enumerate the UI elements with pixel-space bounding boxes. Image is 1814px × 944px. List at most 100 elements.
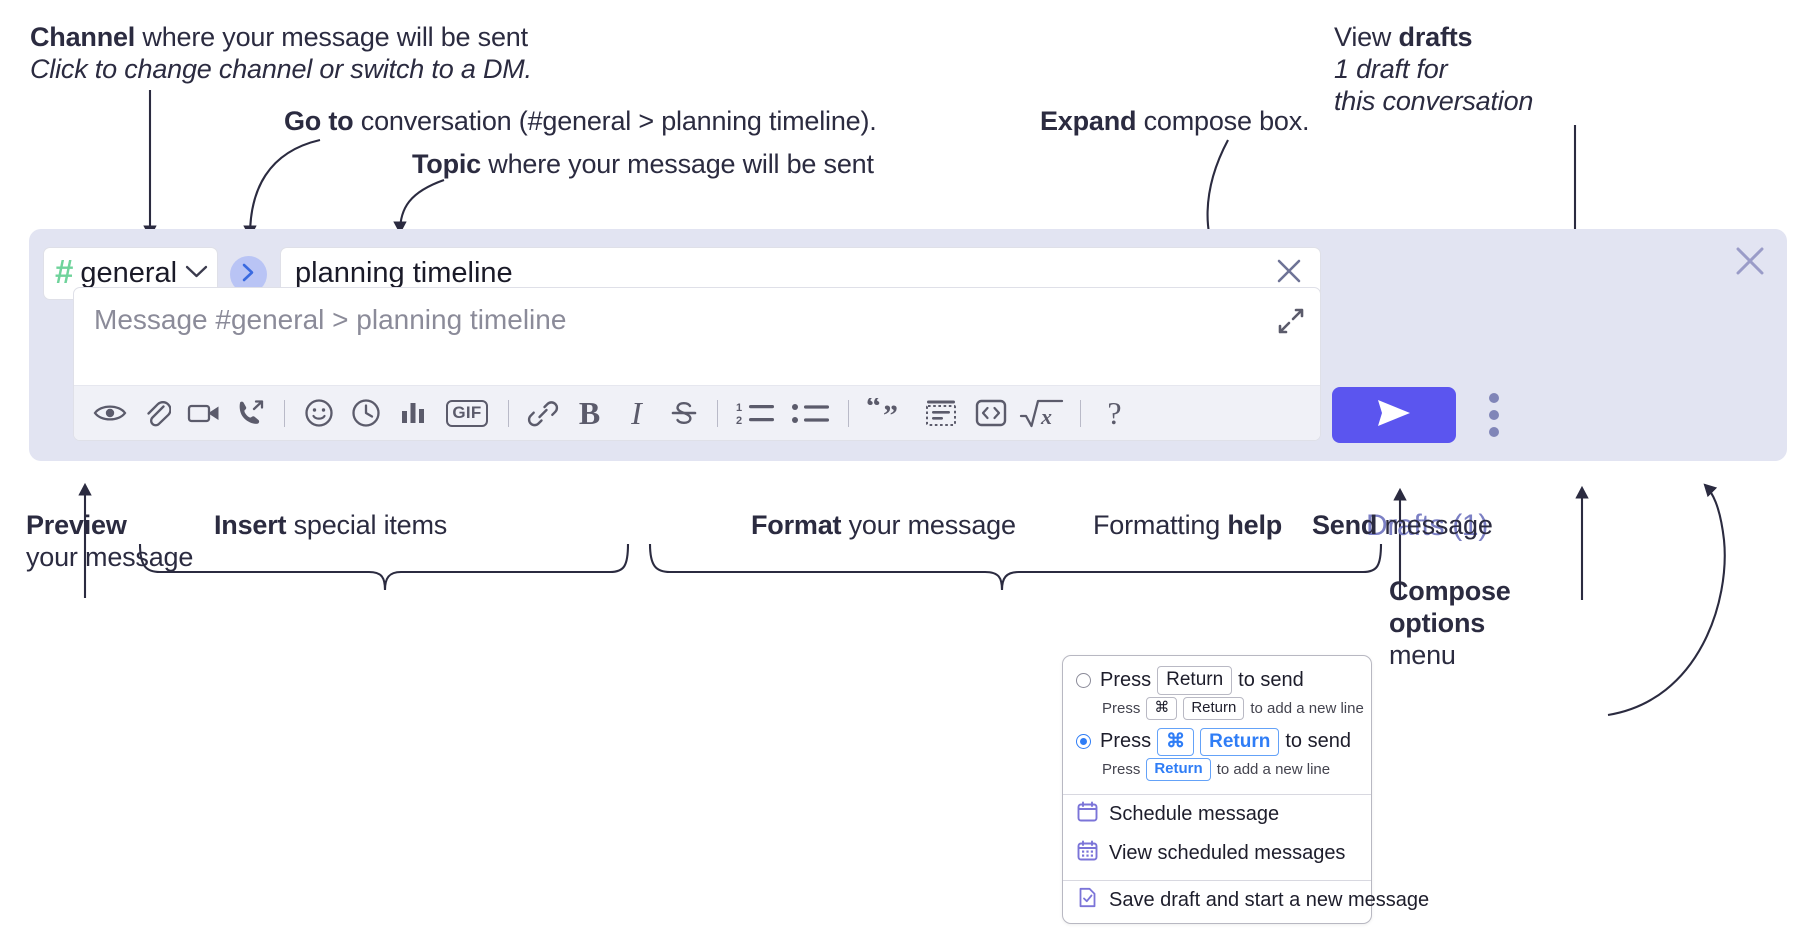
annotation-channel-line1: Channel where your message will be sent — [30, 22, 528, 52]
poll-icon[interactable] — [389, 391, 436, 435]
toolbar-divider — [284, 399, 285, 427]
preview-icon[interactable] — [86, 391, 133, 435]
subtext-post: to add a new line — [1216, 761, 1331, 779]
menu-item-view-scheduled-messages[interactable]: View scheduled messages — [1063, 834, 1371, 873]
menu-divider — [1063, 880, 1371, 881]
toolbar-divider — [508, 399, 509, 427]
vertical-dots-icon — [1489, 410, 1499, 420]
chevron-down-icon — [184, 264, 209, 284]
toolbar-divider — [1080, 399, 1081, 427]
toolbar-divider — [717, 399, 718, 427]
key-command: ⌘ — [1146, 696, 1178, 720]
radio-option-post: to send — [1285, 730, 1351, 753]
annotation-preview: Preview your message — [26, 510, 194, 572]
key-return: Return — [1183, 696, 1245, 720]
bulleted-list-icon[interactable] — [783, 391, 838, 435]
radio-icon — [1076, 672, 1091, 688]
subtext-pre: Press — [1102, 761, 1141, 779]
gif-icon[interactable]: GIF — [436, 391, 498, 435]
svg-text:”: ” — [883, 399, 898, 428]
strikethrough-icon[interactable] — [660, 391, 707, 435]
save-draft-icon — [1077, 887, 1098, 914]
key-command: ⌘ — [1157, 727, 1195, 757]
calendar-schedule-icon — [1077, 801, 1098, 828]
svg-text:“: “ — [866, 398, 881, 423]
subtext-pre: Press — [1102, 699, 1141, 717]
menu-radio-option-cmd-return[interactable]: Press ⌘ Return to send — [1063, 726, 1371, 757]
attachment-icon[interactable] — [133, 391, 180, 435]
math-icon[interactable]: x — [1014, 391, 1070, 435]
annotation-goto: Go to conversation (#general > planning … — [284, 106, 877, 136]
link-icon[interactable] — [519, 391, 566, 435]
svg-text:1: 1 — [736, 402, 742, 414]
radio-option-post: to send — [1238, 668, 1304, 691]
chevron-right-icon — [240, 262, 257, 288]
radio-option-pre: Press — [1100, 730, 1152, 753]
italic-label: I — [631, 394, 642, 431]
key-return: Return — [1157, 666, 1233, 695]
subtext-post: to add a new line — [1250, 699, 1364, 717]
gif-label: GIF — [446, 399, 488, 427]
help-label: ? — [1107, 394, 1122, 431]
menu-item-schedule-message[interactable]: Schedule message — [1063, 795, 1371, 834]
menu-divider — [1063, 794, 1371, 795]
annotation-topic: Topic where your message will be sent — [412, 149, 874, 179]
calendar-grid-icon — [1077, 840, 1098, 867]
menu-item-label: Save draft and start a new message — [1109, 889, 1430, 911]
send-paper-plane-icon — [1370, 394, 1418, 437]
audio-clip-icon[interactable] — [227, 391, 274, 435]
annotation-drafts-line2: 1 draft for — [1334, 53, 1448, 84]
message-placeholder: Message #general > planning timeline — [94, 304, 567, 335]
svg-text:2: 2 — [736, 415, 742, 427]
italic-icon[interactable]: I — [613, 391, 660, 435]
help-icon[interactable]: ? — [1091, 391, 1138, 435]
emoji-icon[interactable] — [295, 391, 342, 435]
key-return: Return — [1200, 727, 1280, 757]
annotation-compose-options: Compose options menu — [1389, 576, 1511, 670]
radio-icon-selected — [1076, 734, 1091, 750]
annotation-drafts-line1: View drafts — [1334, 22, 1473, 52]
panel-close-button[interactable] — [1730, 241, 1770, 286]
code-block-icon[interactable] — [915, 391, 967, 435]
inline-code-icon[interactable] — [967, 391, 1014, 435]
expand-icon[interactable] — [1276, 306, 1306, 341]
annotation-drafts: View drafts 1 draft for this conversatio… — [1334, 22, 1533, 118]
compose-panel: # general planning timeline Message #gen… — [29, 229, 1787, 542]
annotation-preview-line2: your message — [26, 541, 194, 572]
menu-item-label: View scheduled messages — [1109, 842, 1346, 864]
compose-options-button[interactable] — [1479, 391, 1509, 439]
menu-item-save-draft[interactable]: Save draft and start a new message — [1063, 881, 1429, 923]
drafts-link[interactable]: Drafts (1) — [1366, 509, 1489, 542]
menu-subtext-cmd-return: Press Return to add a new line — [1063, 756, 1371, 787]
menu-subtext-return: Press ⌘ Return to add a new line — [1063, 695, 1371, 726]
blockquote-icon[interactable]: “ ” — [859, 391, 915, 435]
menu-radio-option-return[interactable]: Press Return to send — [1063, 664, 1371, 695]
key-return: Return — [1146, 758, 1211, 781]
annotation-channel: Channel where your message will be sent … — [30, 22, 532, 86]
bold-icon[interactable]: B — [566, 391, 613, 435]
vertical-dots-icon — [1489, 393, 1499, 403]
goto-conversation-button[interactable] — [230, 256, 267, 293]
annotation-send: Send message — [1312, 510, 1493, 540]
toolbar-divider — [848, 399, 849, 427]
hash-icon: # — [55, 253, 74, 290]
channel-name-label: general — [80, 257, 178, 289]
annotation-drafts-line3: this conversation — [1334, 85, 1534, 116]
clock-icon[interactable] — [342, 391, 389, 435]
bold-label: B — [578, 394, 601, 431]
menu-item-label: Schedule message — [1109, 803, 1280, 825]
video-camera-icon[interactable] — [180, 391, 227, 435]
send-button[interactable] — [1332, 387, 1456, 443]
radio-option-pre: Press — [1100, 668, 1152, 691]
close-icon[interactable] — [1272, 254, 1306, 293]
annotation-insert: Insert special items — [214, 510, 448, 540]
message-input[interactable]: Message #general > planning timeline — [73, 287, 1321, 441]
annotation-expand: Expand compose box. — [1040, 106, 1310, 136]
annotation-format: Format your message — [751, 510, 1016, 540]
svg-text:x: x — [1040, 404, 1052, 429]
annotation-help: Formatting help — [1093, 510, 1283, 540]
annotation-channel-line2: Click to change channel or switch to a D… — [30, 53, 532, 84]
